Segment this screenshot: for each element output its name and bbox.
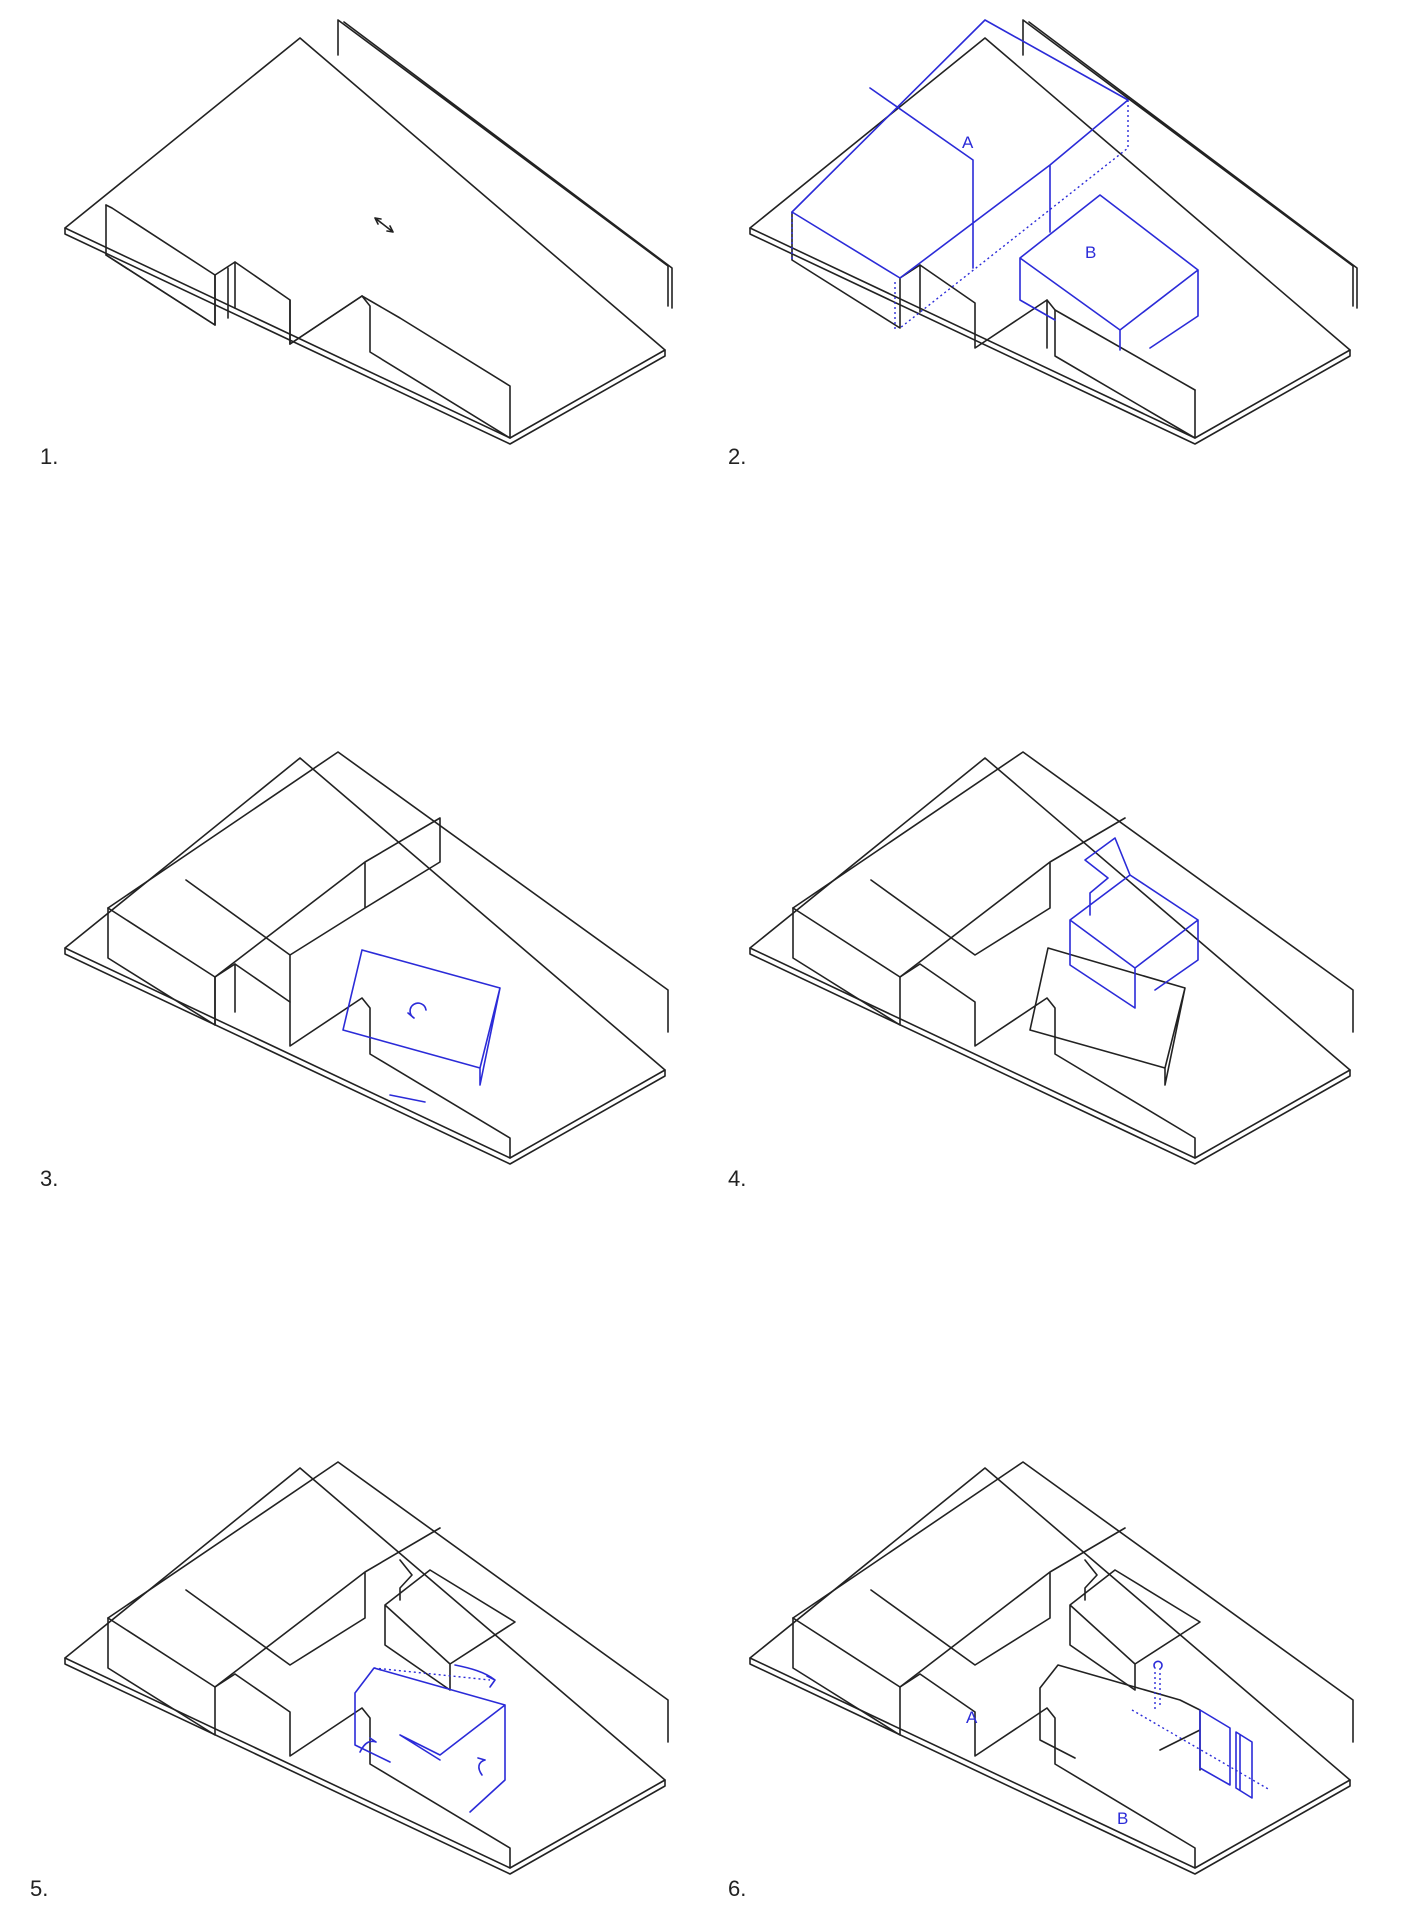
- panel-2-label-a: A: [962, 133, 974, 152]
- step-label-1: 1.: [40, 444, 58, 470]
- panel-6-label-a: A: [966, 1708, 978, 1727]
- step-label-5: 5.: [30, 1876, 48, 1902]
- step-label-2: 2.: [728, 444, 746, 470]
- step-label-6: 6.: [728, 1876, 746, 1902]
- panel-5-morphed-volume: [355, 1665, 505, 1812]
- step-label-4: 4.: [728, 1166, 746, 1192]
- step-label-3: 3.: [40, 1166, 58, 1192]
- panel-6-openings: [1132, 1661, 1270, 1798]
- panel-2-volume-a: [792, 20, 1128, 330]
- panel-3-rotated-volume: [343, 950, 500, 1102]
- panel-6-model: [750, 1462, 1353, 1874]
- panel-3-model: [65, 752, 668, 1164]
- panel-5-model: [65, 1462, 668, 1874]
- panel-6-label-b: B: [1117, 1809, 1128, 1828]
- panel-2-label-b: B: [1085, 243, 1096, 262]
- panel-1-model: [65, 20, 672, 444]
- panel-4-model: [750, 752, 1353, 1164]
